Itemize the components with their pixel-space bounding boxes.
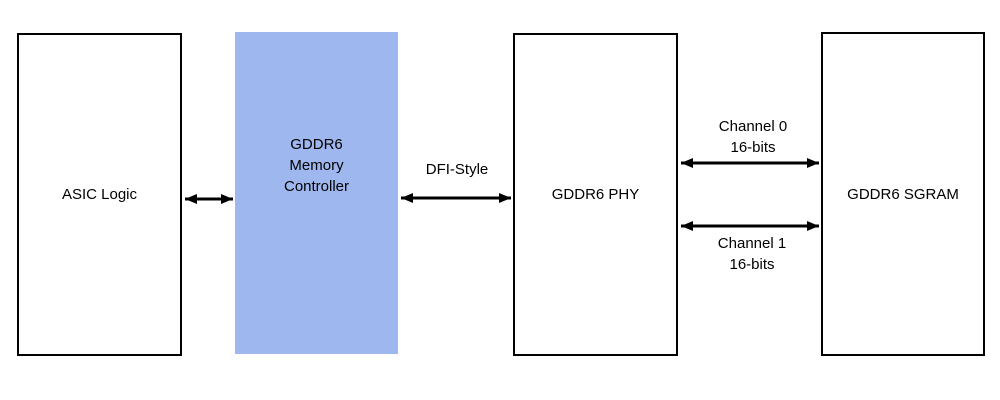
channel0-label-line2: 16-bits — [730, 139, 776, 156]
phy-block: GDDR6 PHY — [513, 33, 678, 356]
memory-controller-label: GDDR6 Memory Controller — [235, 134, 398, 197]
channel0-label: Channel 0 16-bits — [719, 116, 787, 158]
memory-controller-label-line2: Memory — [289, 157, 344, 174]
dfi-label: DFI-Style — [425, 161, 489, 178]
channel1-label-line2: 16-bits — [729, 256, 775, 273]
memory-controller-label-line1: GDDR6 — [290, 136, 343, 153]
memory-controller-label-line3: Controller — [283, 178, 350, 195]
channel1-label: Channel 1 16-bits — [718, 233, 786, 275]
channel0-label-line1: Channel 0 — [718, 118, 788, 135]
channel1-label-line1: Channel 1 — [717, 235, 787, 252]
memory-controller-block: GDDR6 Memory Controller — [235, 32, 398, 354]
phy-label: GDDR6 PHY — [551, 186, 640, 203]
asic-logic-label: ASIC Logic — [61, 186, 138, 203]
asic-logic-block: ASIC Logic — [17, 33, 182, 356]
sgram-block: GDDR6 SGRAM — [821, 32, 985, 356]
sgram-label: GDDR6 SGRAM — [847, 185, 959, 203]
